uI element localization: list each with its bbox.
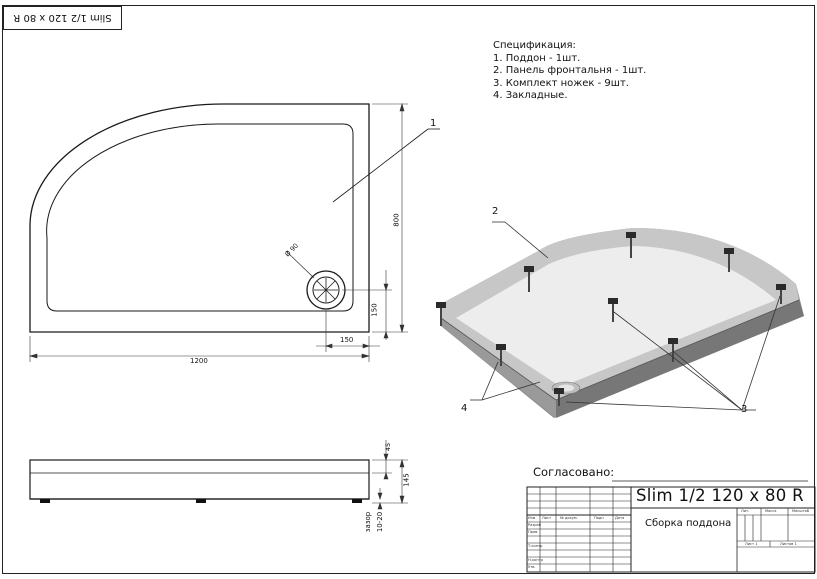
dim-gap-value: 10-20: [376, 511, 385, 533]
dim-height: 800: [392, 213, 401, 227]
drain-grille: [314, 278, 338, 302]
spec-item: 4. Закладные.: [493, 90, 568, 102]
tb-sheets: Листов 1: [780, 542, 797, 546]
dim-drain-x: 150: [340, 336, 354, 344]
tb-sheet: Лист 1: [745, 542, 758, 546]
side-view: [29, 459, 370, 503]
spec-item: 3. Комплект ножек - 9шт.: [493, 77, 629, 89]
tb-col-sign: Подп: [594, 516, 604, 520]
dim-rim: 45: [384, 442, 393, 452]
tb-col-doc: № докум.: [560, 516, 578, 520]
tray-inner-outline: [46, 123, 354, 312]
drain-inner: [312, 276, 340, 304]
side-dimensions: [372, 440, 408, 510]
leader-1: [332, 128, 429, 203]
corner-tag: Slim 1/2 120 x 80 R: [3, 6, 122, 30]
tb-row-prov: Пров.: [528, 530, 539, 534]
dim-drain-y: 150: [370, 303, 379, 317]
tb-row-nkontr: Н.контр: [528, 558, 543, 562]
spec-item: 1. Поддон - 1шт.: [493, 52, 581, 64]
dim-total-height: 145: [402, 473, 411, 487]
agreed-label: Согласовано:: [533, 465, 615, 479]
callout-2: 2: [492, 206, 499, 217]
title-block: [526, 480, 816, 573]
tb-row-razrab: Разраб: [528, 523, 541, 527]
tb-row-tkontr: Т.контр: [528, 544, 543, 548]
dim-length: 1200: [190, 357, 208, 365]
tb-lit: Лит.: [741, 509, 750, 513]
leader-diameter: [285, 250, 315, 279]
specification: Спецификация: 1. Поддон - 1шт. 2. Панель…: [493, 40, 646, 103]
iso-leg-stems: [440, 238, 782, 406]
tb-col-list: Лист: [542, 516, 552, 520]
tb-col-date: Дата: [615, 516, 625, 520]
iso-leaders: [470, 221, 781, 411]
iso-legs: [436, 232, 786, 394]
plan-dimensions: [28, 102, 408, 362]
plan-view: [29, 103, 440, 333]
tb-row-utv: Утв.: [528, 565, 536, 569]
tb-col-izm: Изм: [528, 516, 536, 520]
iso-view: [436, 221, 804, 418]
spec-item: 2. Панель фронтальня - 1шт.: [493, 65, 647, 77]
dim-gap-label: зазор: [364, 511, 373, 533]
callout-1: 1: [430, 118, 437, 129]
drawing-description: Сборка поддона: [645, 518, 732, 529]
spec-heading: Спецификация:: [493, 40, 576, 51]
tray-outline: [29, 103, 370, 333]
sheet-frame: [2, 5, 815, 574]
tb-scale: Масштаб: [792, 509, 810, 513]
callout-3: 3: [741, 404, 748, 415]
drawing-title: Slim 1/2 120 x 80 R: [636, 486, 804, 505]
callout-4: 4: [461, 403, 468, 414]
tb-mass: Масса: [765, 509, 777, 513]
